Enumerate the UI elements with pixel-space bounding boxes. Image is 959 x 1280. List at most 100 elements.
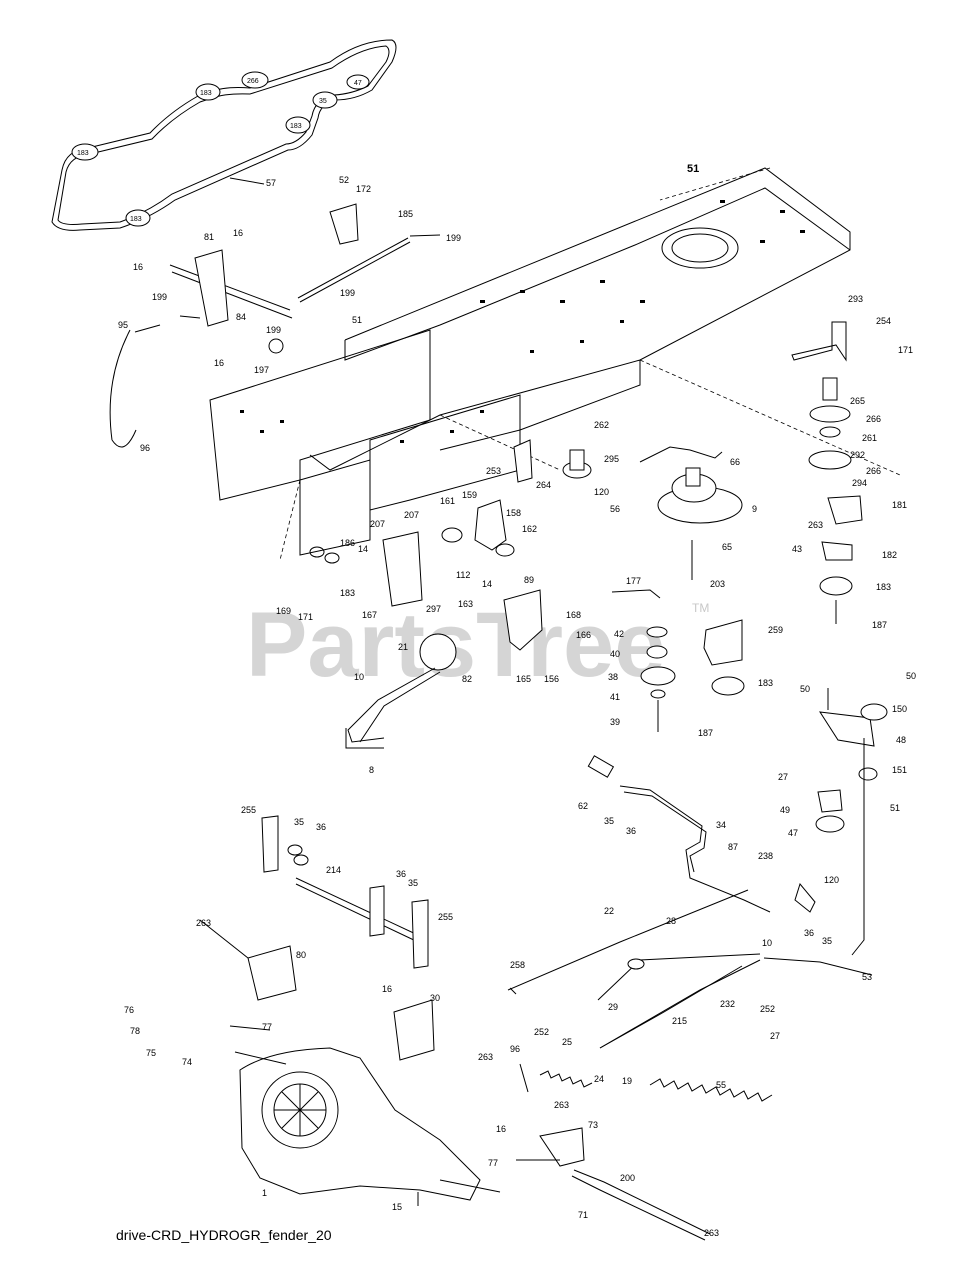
part-label: 200 [620, 1173, 635, 1183]
part-label: 187 [872, 620, 887, 630]
part-label: 50 [906, 671, 916, 681]
part-label: 96 [140, 443, 150, 453]
part-label: 183 [340, 588, 355, 598]
part-label: 52 [339, 175, 349, 185]
part-label: 199 [446, 233, 461, 243]
watermark-trademark: TM [692, 601, 709, 615]
part-label: 255 [241, 805, 256, 815]
part-label: 89 [524, 575, 534, 585]
part-label: 51 [352, 315, 362, 325]
part-label: 35 [822, 936, 832, 946]
part-label: 263 [554, 1100, 569, 1110]
right-lower-assembly [763, 688, 888, 976]
part-label: 177 [626, 576, 641, 586]
drive-belt: 183 183 266 47 35 183 183 57 [51, 39, 397, 231]
part-label: 186 [340, 538, 355, 548]
mid-left-brackets [309, 499, 543, 749]
part-label: 259 [768, 625, 783, 635]
belt-pulley: 47 [346, 74, 370, 90]
part-label: 162 [522, 524, 537, 534]
part-label: 16 [382, 984, 392, 994]
part-label: 8 [369, 765, 374, 775]
part-label: 199 [152, 292, 167, 302]
part-label: 39 [610, 717, 620, 727]
part-label: 252 [760, 1004, 775, 1014]
part-label: 215 [672, 1016, 687, 1026]
part-label: 262 [594, 420, 609, 430]
part-label: 47 [788, 828, 798, 838]
part-label: 42 [614, 629, 624, 639]
part-label: 73 [588, 1120, 598, 1130]
part-label: 172 [356, 184, 371, 194]
part-label: 40 [610, 649, 620, 659]
part-label: 163 [458, 599, 473, 609]
svg-text:183: 183 [130, 216, 142, 223]
part-labels: 51 52 172 185 199 16 81 16 199 51 199 84… [118, 163, 916, 1238]
part-label: 199 [266, 325, 281, 335]
part-label: 266 [866, 466, 881, 476]
part-label: 293 [848, 294, 863, 304]
part-label: 165 [516, 674, 531, 684]
svg-text:266: 266 [247, 78, 259, 85]
part-label: 120 [594, 487, 609, 497]
part-label: 66 [730, 457, 740, 467]
part-label: 199 [340, 288, 355, 298]
part-label: 183 [876, 582, 891, 592]
part-label: 265 [850, 396, 865, 406]
part-label: 181 [892, 500, 907, 510]
part-label: 84 [236, 312, 246, 322]
belt-pulley: 183 [125, 209, 151, 227]
part-label: 266 [866, 414, 881, 424]
diagram-caption: drive-CRD_HYDROGR_fender_20 [116, 1227, 332, 1243]
part-label: 185 [398, 209, 413, 219]
part-label: 16 [133, 262, 143, 272]
part-label: 49 [780, 805, 790, 815]
part-label: 76 [124, 1005, 134, 1015]
part-label: 158 [506, 508, 521, 518]
belt-pulley: 35 [312, 91, 338, 109]
part-label: 183 [758, 678, 773, 688]
part-label: 82 [462, 674, 472, 684]
part-label: 197 [254, 365, 269, 375]
part-label: 292 [850, 450, 865, 460]
part-label: 27 [770, 1031, 780, 1041]
part-label: 156 [544, 674, 559, 684]
svg-text:47: 47 [354, 80, 362, 87]
part-label: 161 [440, 496, 455, 506]
part-label: 171 [298, 612, 313, 622]
part-label: 232 [720, 999, 735, 1009]
part-label: 22 [604, 906, 614, 916]
part-label: 214 [326, 865, 341, 875]
part-label: 62 [578, 801, 588, 811]
belt-label: 57 [266, 178, 276, 188]
part-label: 65 [722, 542, 732, 552]
part-label: 263 [196, 918, 211, 928]
part-label: 14 [358, 544, 368, 554]
part-label: 14 [482, 579, 492, 589]
part-label: 78 [130, 1026, 140, 1036]
part-label: 15 [392, 1202, 402, 1212]
part-label: 51 [687, 163, 699, 175]
part-label: 36 [316, 822, 326, 832]
part-label: 51 [890, 803, 900, 813]
part-label: 187 [698, 728, 713, 738]
part-label: 25 [562, 1037, 572, 1047]
part-label: 150 [892, 704, 907, 714]
part-label: 263 [478, 1052, 493, 1062]
part-label: 38 [608, 672, 618, 682]
part-label: 75 [146, 1048, 156, 1058]
part-label: 77 [488, 1158, 498, 1168]
part-label: 36 [396, 869, 406, 879]
belt-pulley: 266 [241, 71, 269, 89]
part-label: 50 [800, 684, 810, 694]
part-label: 261 [862, 433, 877, 443]
part-label: 71 [578, 1210, 588, 1220]
belt-pulley: 183 [285, 116, 311, 134]
part-label: 80 [296, 950, 306, 960]
part-label: 96 [510, 1044, 520, 1054]
part-label: 34 [716, 820, 726, 830]
watermark: PartsTree [246, 594, 665, 696]
part-label: 35 [294, 817, 304, 827]
